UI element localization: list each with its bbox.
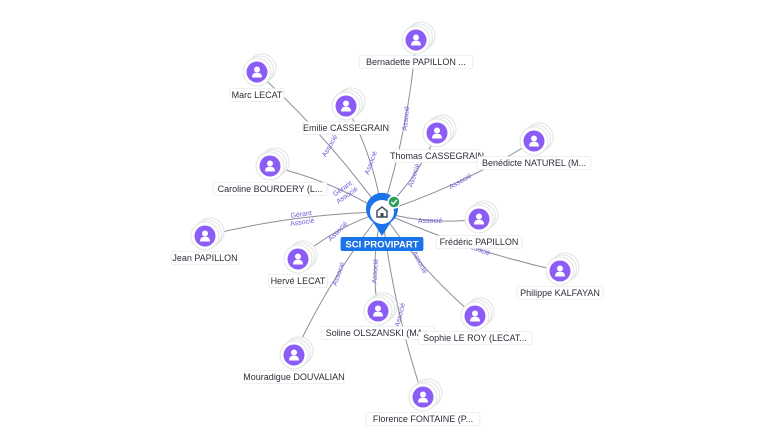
person-icon (474, 213, 484, 225)
person-icon (252, 66, 262, 78)
person-node-herve[interactable]: Hervé LECAT (268, 240, 328, 288)
node-label: Bernadette PAPILLON ... (366, 57, 466, 67)
person-node-benedicte[interactable]: Benédicte NATUREL (M... (476, 122, 592, 170)
node-label-bg (393, 149, 481, 163)
person-icon (411, 34, 421, 46)
edge-label-group: Associé (407, 163, 421, 189)
center-label: SCI PROVIPART (345, 240, 418, 251)
node-label-bg (365, 412, 481, 426)
person-node-philippe[interactable]: Philippe KALFAYAN (516, 252, 604, 300)
node-label: Thomas CASSEGRAIN (390, 151, 484, 161)
node-label-bg (417, 331, 533, 345)
node-label-bg (435, 235, 523, 249)
node-label: Frédéric PAPILLON (440, 237, 519, 247)
edge-label: Associé (364, 150, 379, 176)
edge-label: Associé (410, 250, 428, 275)
person-node-sophie[interactable]: Sophie LE ROY (LECAT... (417, 297, 533, 345)
person-icon (432, 127, 442, 139)
node-label-bg (243, 370, 345, 384)
edge-label-group: Associé (364, 150, 379, 176)
check-badge-icon (387, 195, 401, 209)
center-label-bg (340, 237, 424, 251)
person-node-thomas[interactable]: Thomas CASSEGRAIN (390, 114, 484, 163)
node-label-bg (212, 182, 328, 196)
edge-label-group: Associé (418, 218, 443, 225)
edge-label: Associé (290, 218, 315, 228)
edge-label-group: Associé (410, 250, 428, 275)
edge-label: Associé (418, 218, 443, 225)
person-icon (289, 349, 299, 361)
person-node-caroline[interactable]: Caroline BOURDERY (L... (212, 147, 328, 196)
edge-label: Associé (371, 259, 380, 284)
edge-label: Associé (402, 106, 412, 131)
person-node-florence[interactable]: Florence FONTAINE (P... (365, 378, 481, 426)
person-icon (373, 305, 383, 317)
node-label: Philippe KALFAYAN (520, 288, 600, 298)
person-node-frederic[interactable]: Frédéric PAPILLON (435, 200, 523, 249)
person-node-bernadette[interactable]: Bernadette PAPILLON ... (358, 21, 474, 69)
node-label: Sophie LE ROY (LECAT... (423, 333, 527, 343)
node-label-bg (516, 286, 604, 300)
node-label-bg (476, 156, 592, 170)
node-label-bg (170, 251, 240, 265)
person-icon (265, 160, 275, 172)
person-icon (200, 230, 210, 242)
node-label-bg (229, 88, 285, 102)
node-label: Jean PAPILLON (172, 253, 237, 263)
edge-label: Associé (407, 163, 421, 189)
person-icon (293, 253, 303, 265)
person-icon (341, 100, 351, 112)
node-label: Emilie CASSEGRAIN (303, 123, 389, 133)
edge-label: Associé (332, 261, 347, 287)
person-icon (555, 265, 565, 277)
center-node[interactable]: SCI PROVIPART (340, 192, 424, 251)
person-node-emilie[interactable]: Emilie CASSEGRAIN (302, 87, 390, 135)
edge-label: Associé (448, 173, 473, 191)
edge-label-group: Associé (402, 106, 412, 131)
nodes-layer: Bernadette PAPILLON ... Marc LECAT Emilie … (170, 21, 604, 426)
edge-jean (204, 211, 383, 237)
person-node-soline[interactable]: Soline OLSZANSKI (MA... (320, 292, 436, 340)
edge-benedicte (381, 140, 535, 213)
edge-marc (256, 71, 383, 213)
node-label: Caroline BOURDERY (L... (218, 184, 323, 194)
person-node-mouradigue[interactable]: Mouradigue DOUVALIAN (243, 336, 345, 384)
edge-label-group: Associé (332, 261, 347, 287)
person-node-jean[interactable]: Jean PAPILLON (170, 217, 240, 265)
node-label: Soline OLSZANSKI (MA... (326, 328, 431, 338)
person-node-marc[interactable]: Marc LECAT (229, 53, 285, 102)
node-label: Benédicte NATUREL (M... (482, 158, 586, 168)
person-icon (470, 310, 480, 322)
building-icon (376, 206, 388, 218)
edge-label: Gérant (290, 210, 312, 220)
edge-label-group: Associé (371, 259, 380, 284)
person-icon (529, 135, 539, 147)
edge-sophie (381, 211, 476, 317)
node-label-bg (302, 121, 390, 135)
node-label: Mouradigue DOUVALIAN (243, 372, 344, 382)
node-label-bg (268, 274, 328, 288)
edge-label-group: Associé (448, 173, 473, 191)
person-icon (418, 391, 428, 403)
node-label: Florence FONTAINE (P... (373, 414, 473, 424)
edge-florence (381, 211, 424, 398)
node-label-bg (358, 55, 474, 69)
node-label: Marc LECAT (232, 90, 283, 100)
node-label: Hervé LECAT (271, 276, 326, 286)
